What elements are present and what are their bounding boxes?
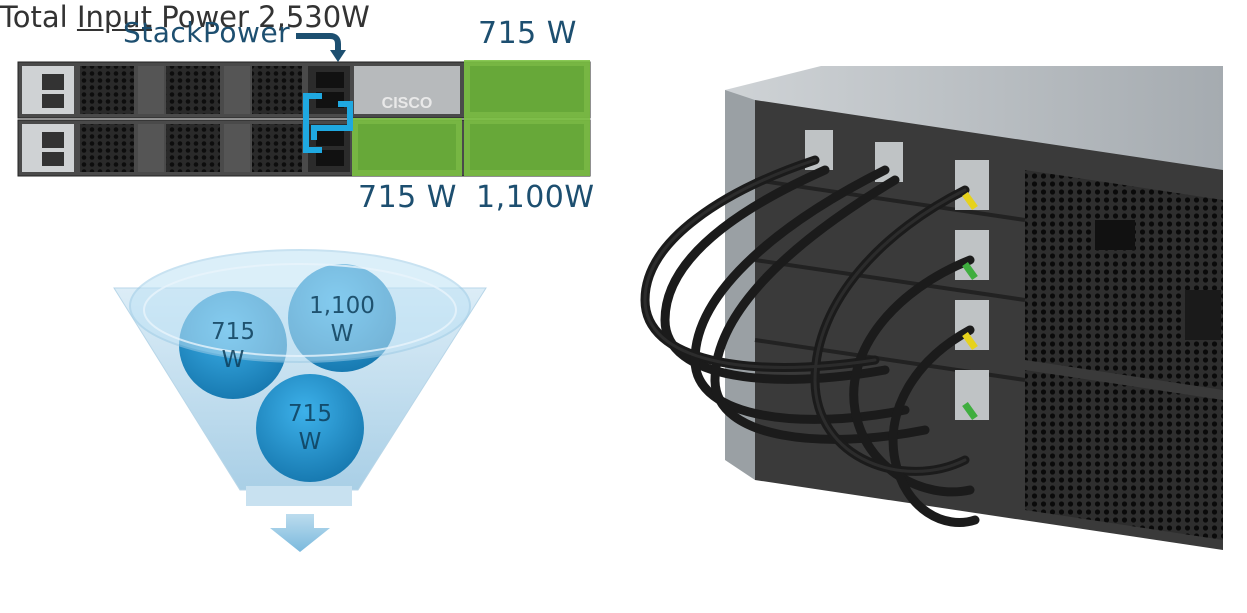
total-suffix: Power 2,530W [152, 0, 370, 34]
output-arrow [270, 514, 330, 552]
switch-rear-photo [640, 66, 1223, 550]
switch-stack-illustration: CISCO [17, 33, 591, 177]
ball-3-line2: W [298, 429, 322, 455]
total-input-power-label: Total Input Power 2,530W [0, 0, 1247, 34]
ball-1-label: 715 W [203, 318, 263, 374]
ball-2-line2: W [330, 321, 354, 347]
switch-unit-top [17, 60, 591, 119]
power-ball-715-bottom [256, 374, 364, 482]
stack-cable [303, 93, 353, 153]
ball-3-line1: 715 [288, 401, 332, 427]
switch-unit-bottom [17, 118, 591, 177]
cisco-logo-text: CISCO [382, 95, 433, 112]
psu-bottom-right-wattage: 1,100W [476, 180, 595, 215]
psu-top-wattage: 715 W [478, 16, 577, 51]
psu-bottom-left-wattage: 715 W [358, 180, 457, 215]
total-prefix: Total [0, 0, 77, 34]
ball-2-line1: 1,100 [309, 293, 375, 319]
power-funnel-graphic [113, 249, 487, 552]
ball-3-label: 715 W [280, 400, 340, 456]
funnel-rim [129, 249, 471, 363]
ball-1-line1: 715 [211, 319, 255, 345]
ball-2-label: 1,100 W [306, 292, 378, 348]
stackpower-label: StackPower [123, 16, 291, 49]
stackpower-arrow [296, 33, 341, 52]
ball-1-line2: W [221, 347, 245, 373]
total-underlined: Input [76, 0, 153, 34]
